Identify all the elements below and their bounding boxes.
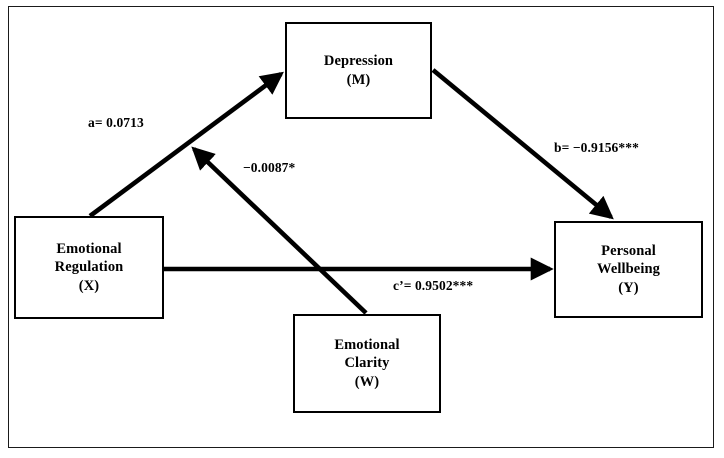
node-personal-wellbeing: Personal Wellbeing (Y) [554,221,703,318]
node-label-emotional-clarity: Emotional Clarity (W) [334,336,400,390]
node-emotional-regulation: Emotional Regulation (X) [14,216,164,319]
node-depression: Depression (M) [285,22,432,119]
node-label-emotional-regulation: Emotional Regulation (X) [54,240,124,294]
label-path-a: a= 0.0713 [88,115,144,130]
node-label-depression: Depression (M) [323,52,394,88]
node-emotional-clarity: Emotional Clarity (W) [293,314,441,413]
arrow-path-moderation [191,146,368,315]
node-label-personal-wellbeing: Personal Wellbeing (Y) [597,242,660,296]
arrow-path-a [88,71,284,218]
label-path-b: b= −0.9156*** [554,140,639,155]
label-path-moderation: −0.0087* [243,160,296,175]
label-path-c-prime: c’= 0.9502*** [393,278,474,293]
arrow-path-b [431,68,614,220]
